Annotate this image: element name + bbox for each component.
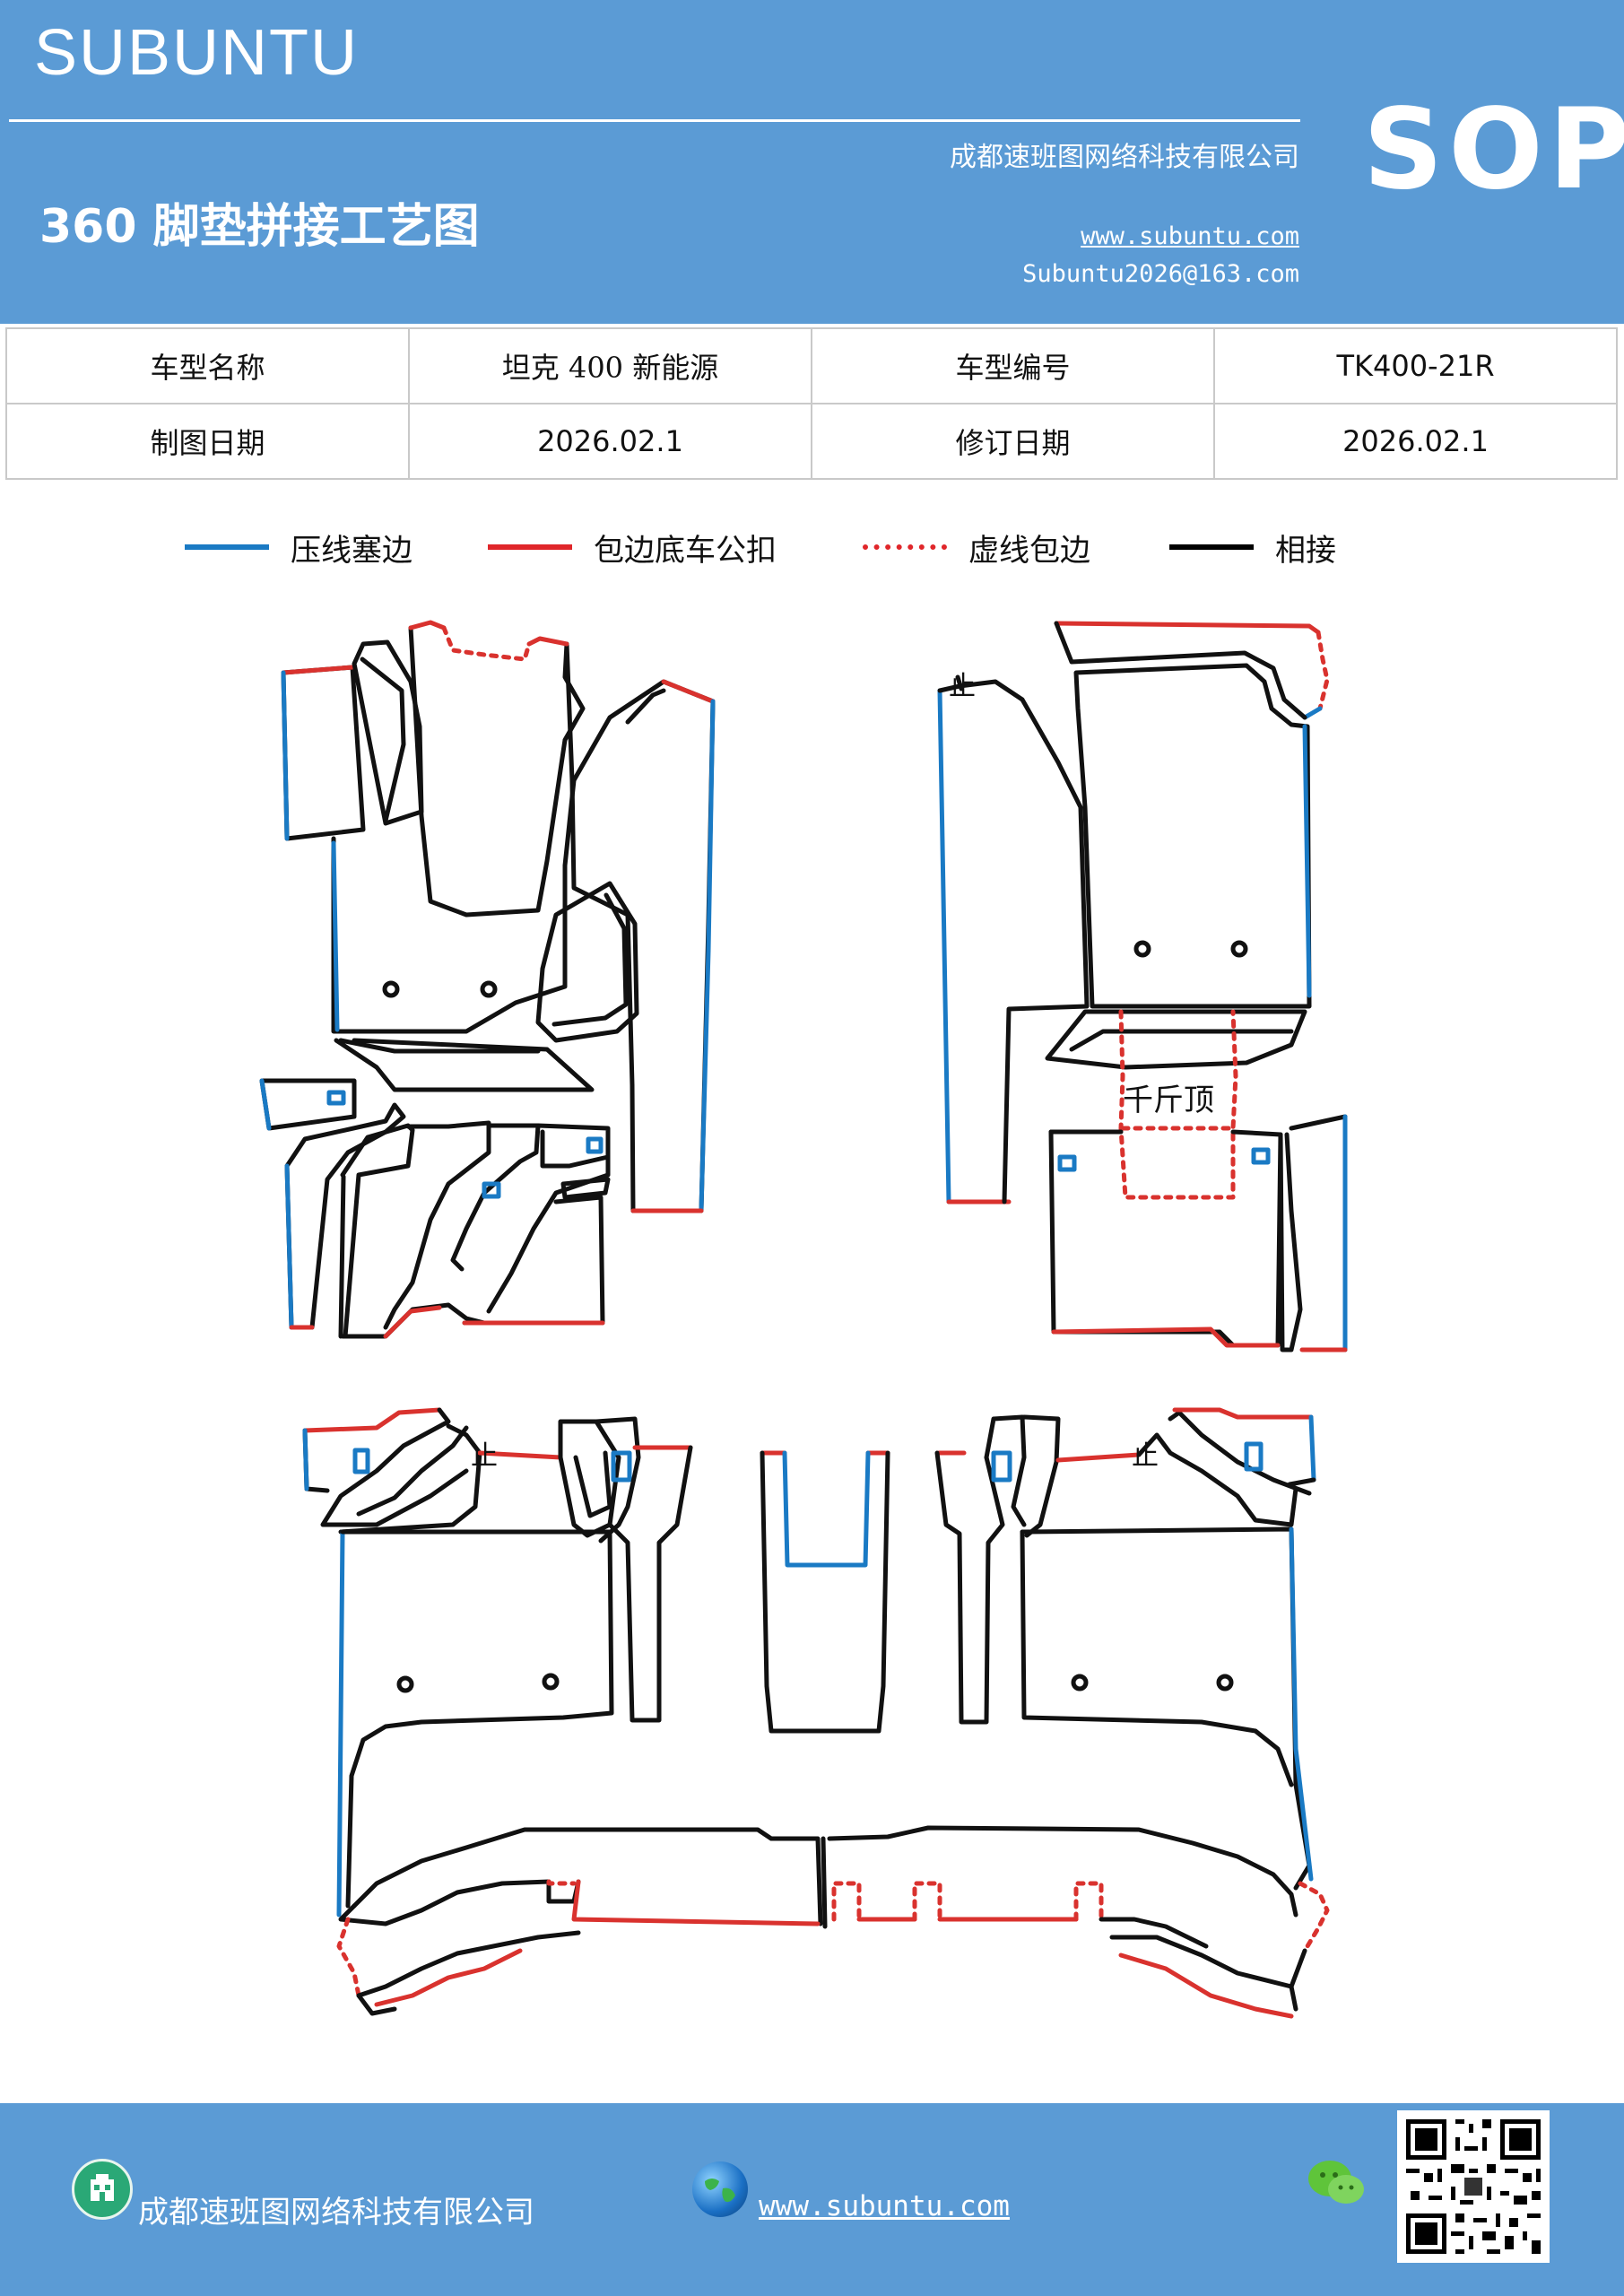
qr-code[interactable] xyxy=(1397,2110,1550,2263)
stop-label: 止 xyxy=(949,671,976,702)
floor-mat-diagram: 止 止 止 千斤顶 xyxy=(259,620,1348,2019)
table-cell: 2026.02.1 xyxy=(1213,403,1618,480)
legend-swatch xyxy=(488,544,572,550)
legend-label: 压线塞边 xyxy=(291,532,413,569)
legend-swatch xyxy=(863,544,947,550)
header-website-link[interactable]: www.subuntu.com xyxy=(1081,222,1299,250)
legend-label: 相接 xyxy=(1275,532,1336,569)
legend-label: 虚线包边 xyxy=(968,532,1090,569)
header-company-name: 成都速班图网络科技有限公司 xyxy=(950,142,1299,173)
brand-logo-text: SUBUNTU xyxy=(34,17,360,89)
mat-front-left-lower xyxy=(259,1078,611,1339)
mat-front-right xyxy=(937,621,1330,1205)
footer-website-link[interactable]: www.subuntu.com xyxy=(759,2190,1010,2222)
header-divider xyxy=(9,119,1300,122)
building-icon xyxy=(72,2159,133,2220)
footer-banner: 成都速班图网络科技有限公司 www.subuntu.com xyxy=(0,2103,1624,2296)
legend-item-blue: 压线塞边 xyxy=(185,525,413,570)
stop-label: 止 xyxy=(1132,1440,1159,1472)
header-banner: SUBUNTU 360 脚垫拼接工艺图 成都速班图网络科技有限公司 www.su… xyxy=(0,0,1624,324)
table-row: 制图日期 2026.02.1 修订日期 2026.02.1 xyxy=(5,403,1618,480)
wechat-icon xyxy=(1305,2157,1368,2211)
legend-item-red: 包边底车公扣 xyxy=(488,525,777,570)
legend-swatch xyxy=(185,544,269,550)
table-cell: 坦克 400 新能源 xyxy=(408,327,812,404)
globe-icon xyxy=(692,2161,748,2217)
legend-item-red-dotted: 虚线包边 xyxy=(863,525,1090,570)
mat-rear-left xyxy=(302,1407,823,2016)
jack-label: 千斤顶 xyxy=(1123,1083,1214,1118)
sop-badge: SOP xyxy=(1363,85,1624,214)
table-cell: TK400-21R xyxy=(1213,327,1618,404)
table-cell: 车型名称 xyxy=(5,327,410,404)
legend-item-black: 相接 xyxy=(1169,525,1336,570)
vehicle-info-table: 车型名称 坦克 400 新能源 车型编号 TK400-21R 制图日期 2026… xyxy=(5,327,1618,480)
jack-area xyxy=(1118,1009,1238,1200)
table-cell: 制图日期 xyxy=(5,403,410,480)
legend-swatch xyxy=(1169,544,1254,550)
stop-label: 止 xyxy=(471,1440,498,1472)
table-cell: 2026.02.1 xyxy=(408,403,812,480)
footer-company-name: 成都速班图网络科技有限公司 xyxy=(138,2195,534,2231)
table-cell: 车型编号 xyxy=(811,327,1215,404)
mat-front-right-lower xyxy=(1048,1114,1348,1352)
mat-front-left xyxy=(281,620,716,1213)
page-title: 360 脚垫拼接工艺图 xyxy=(39,200,480,254)
table-row: 车型名称 坦克 400 新能源 车型编号 TK400-21R xyxy=(5,327,1618,404)
header-email[interactable]: Subuntu2026@163.com xyxy=(1022,260,1299,288)
legend-label: 包边底车公扣 xyxy=(594,532,777,569)
mat-rear-right xyxy=(821,1407,1330,2019)
mat-center-tunnel xyxy=(760,1450,890,1734)
table-cell: 修订日期 xyxy=(811,403,1215,480)
